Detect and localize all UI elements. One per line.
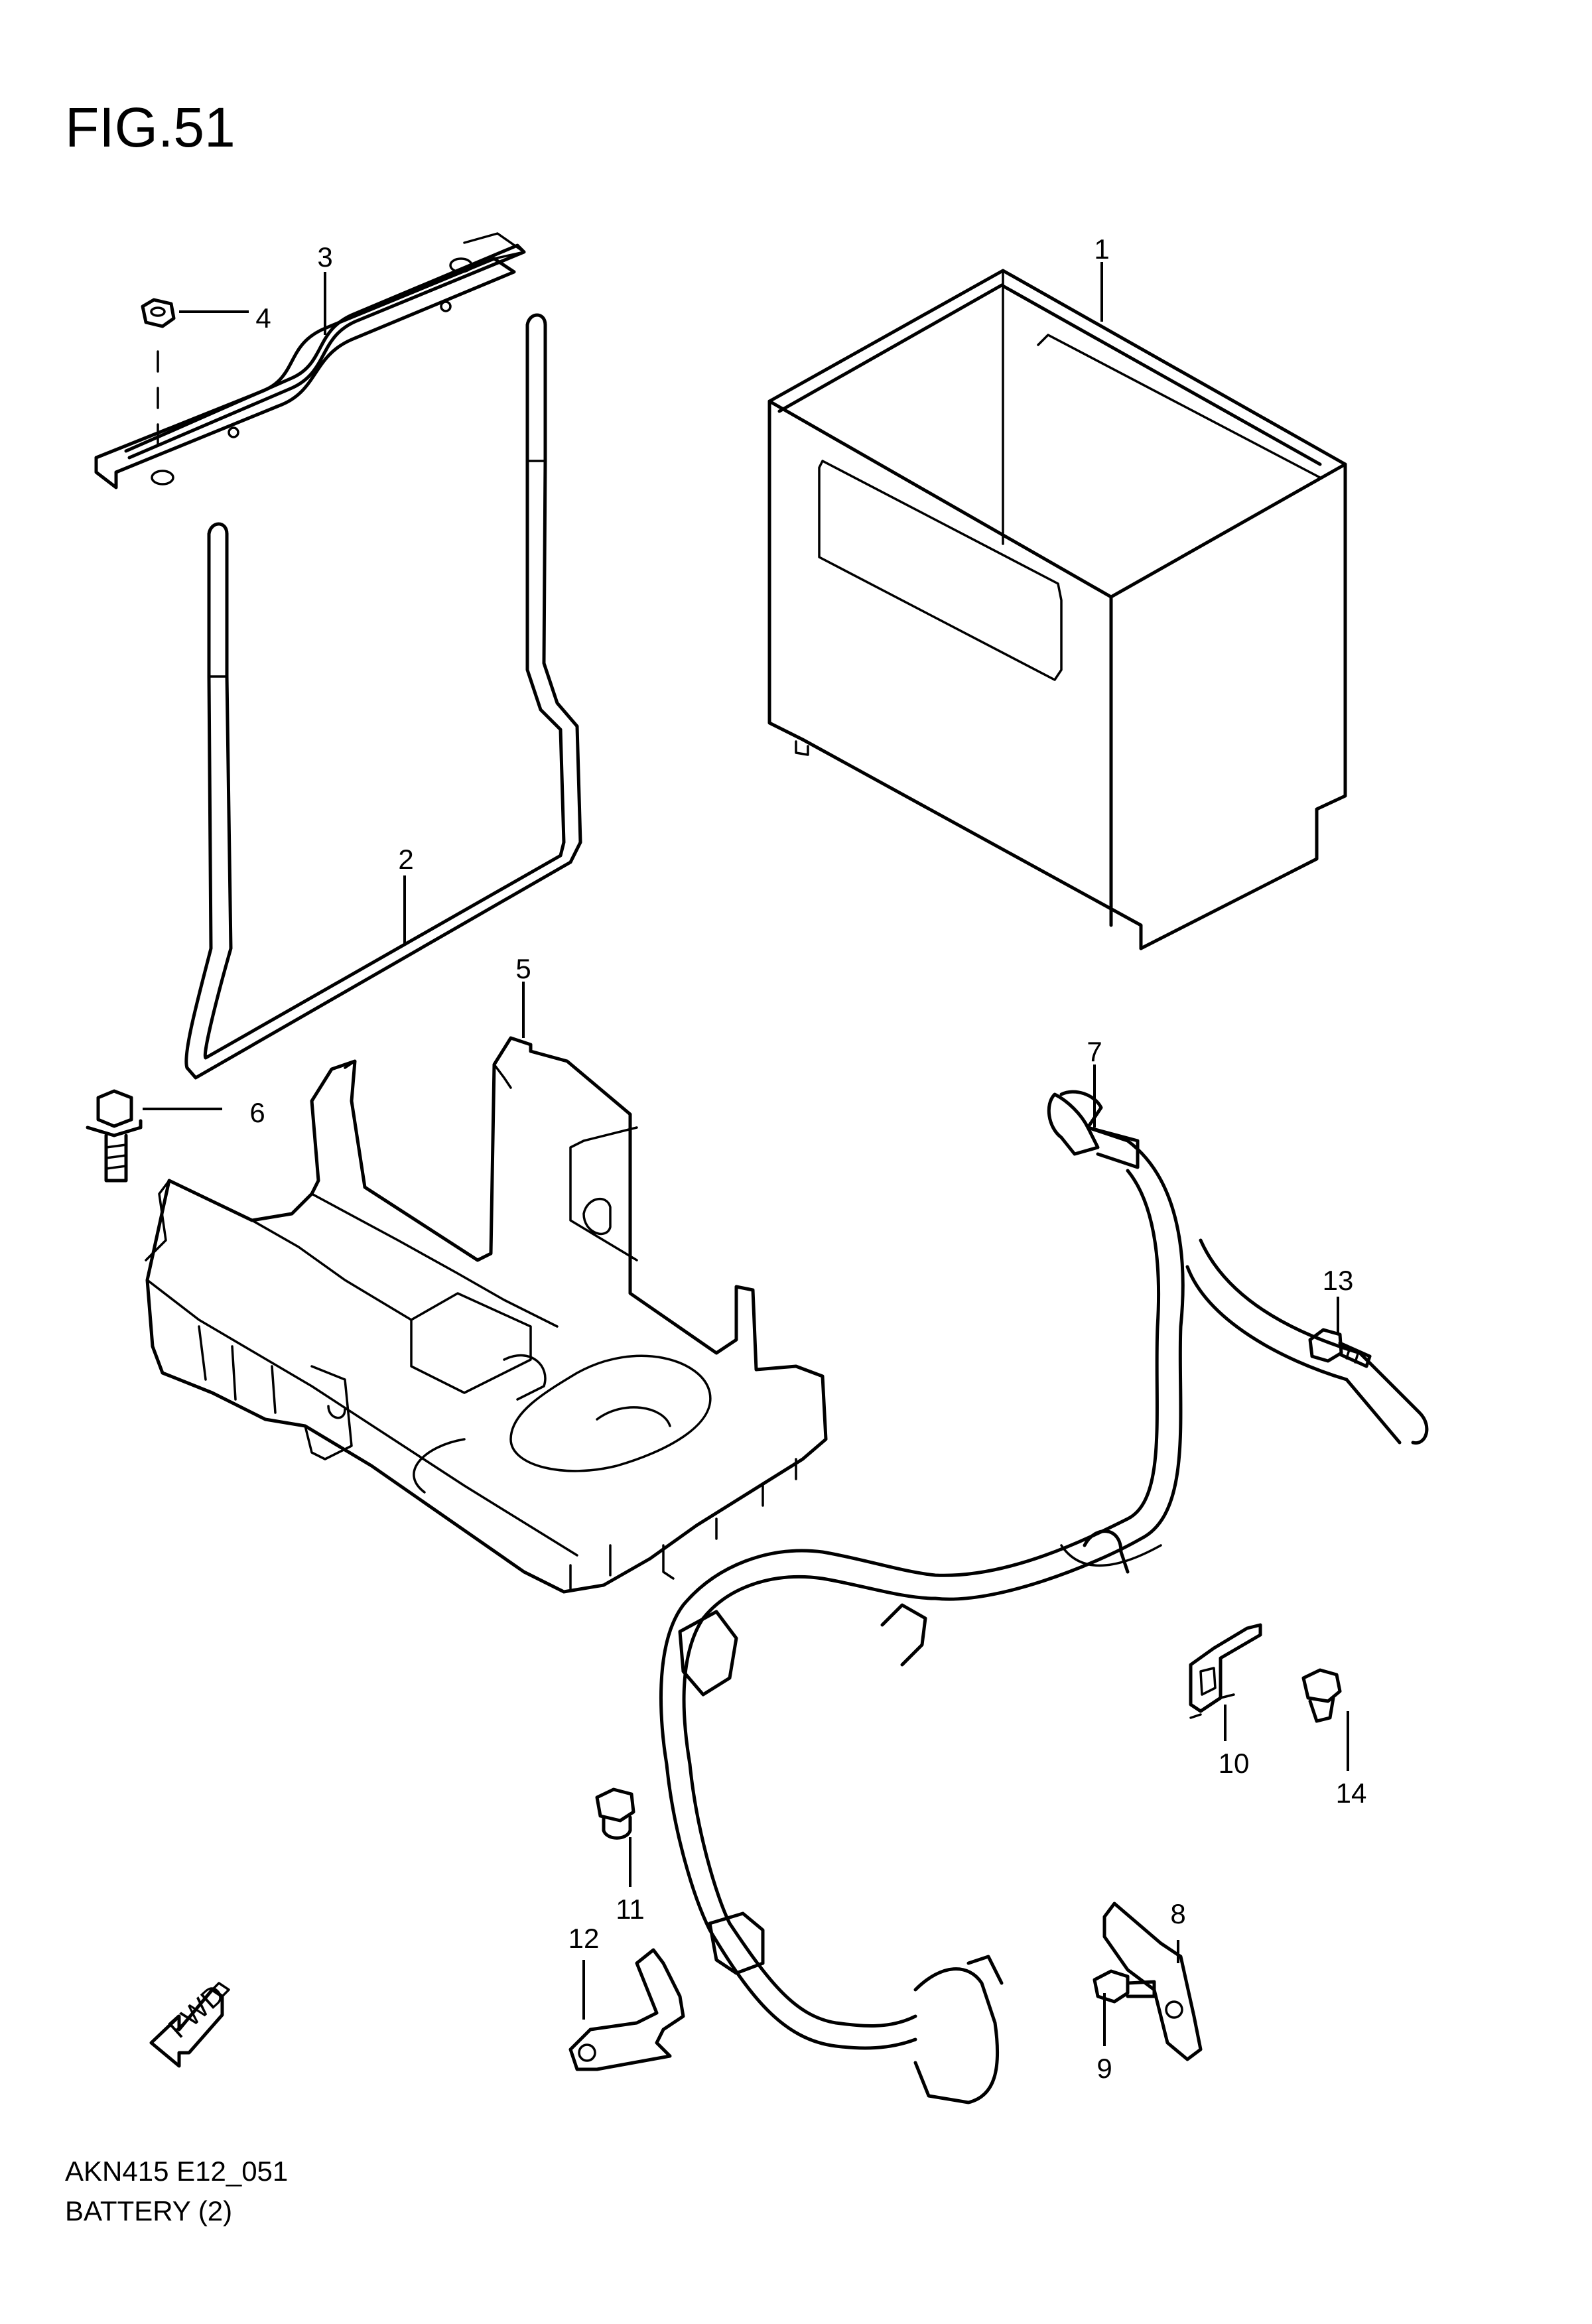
callout-2: 2 <box>398 844 413 875</box>
section-title: BATTERY (2) <box>65 2195 233 2227</box>
battery-cable[interactable] <box>659 1090 1429 2104</box>
fwd-label: FWD <box>163 1978 231 2044</box>
callout-11: 11 <box>616 1894 645 1925</box>
battery-tray[interactable] <box>145 1036 828 1594</box>
callout-9: 9 <box>1096 2053 1112 2084</box>
callout-12: 12 <box>568 1923 600 1954</box>
callout-13: 13 <box>1323 1265 1354 1296</box>
callout-1: 1 <box>1094 233 1109 265</box>
clamp-10[interactable] <box>1189 1623 1262 1719</box>
battery-box[interactable] <box>767 269 1347 950</box>
forward-direction-arrow: FWD <box>149 1978 231 2068</box>
figure-title: FIG.51 <box>65 96 235 159</box>
callout-6: 6 <box>249 1097 265 1128</box>
callout-14: 14 <box>1336 1777 1367 1809</box>
battery-hold-rod[interactable] <box>184 313 582 1080</box>
drawing-code: AKN415 E12_051 <box>65 2156 289 2187</box>
callout-4: 4 <box>255 302 271 334</box>
bolt-13[interactable] <box>1308 1328 1372 1368</box>
callout-3: 3 <box>317 241 332 273</box>
callout-7: 7 <box>1087 1036 1102 1067</box>
flange-bolt-6[interactable] <box>86 1089 143 1183</box>
callout-10: 10 <box>1219 1748 1250 1779</box>
callout-numbers: 1 2 3 4 5 6 7 8 9 10 11 12 13 14 <box>249 233 1366 2084</box>
bolt-11[interactable] <box>595 1787 635 1840</box>
bolt-14[interactable] <box>1301 1668 1342 1723</box>
clamp-bracket-12[interactable] <box>568 1948 685 2071</box>
callout-8: 8 <box>1170 1898 1185 1929</box>
leader-lines <box>143 262 1349 2046</box>
clamp-bracket-8[interactable] <box>1102 1902 1203 2061</box>
flange-nut[interactable] <box>141 298 176 446</box>
battery-holder-bracket[interactable] <box>94 232 526 489</box>
callout-5: 5 <box>515 953 531 984</box>
bolt-9[interactable] <box>1093 1969 1156 2004</box>
